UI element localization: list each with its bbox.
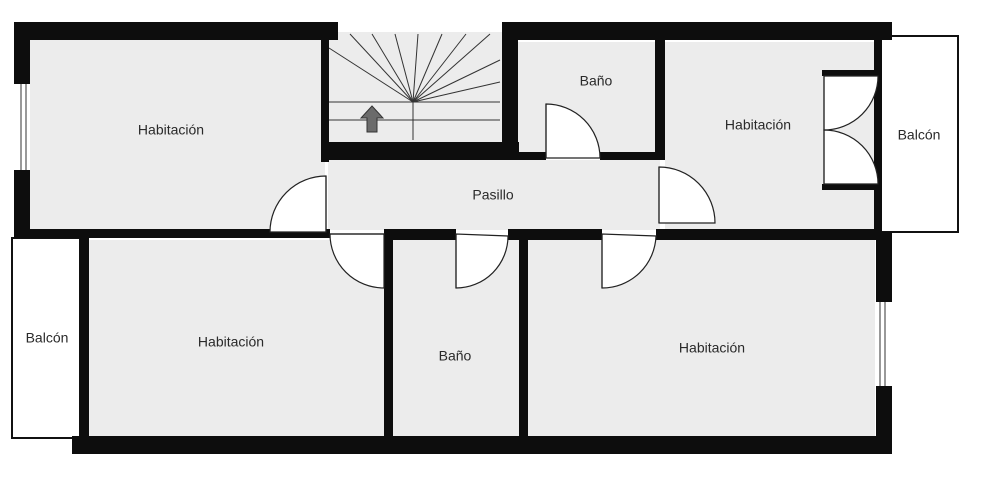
label-habitacion-bottom-left: Habitación bbox=[198, 334, 264, 350]
label-balcon-right: Balcón bbox=[898, 127, 941, 143]
label-bano-bottom: Baño bbox=[439, 348, 472, 364]
balcony-right bbox=[879, 35, 959, 233]
room-habitacion-top-left bbox=[30, 40, 325, 230]
room-habitacion-bottom-left bbox=[89, 240, 384, 436]
room-habitacion-bottom-right bbox=[527, 240, 875, 436]
window-left bbox=[17, 84, 29, 170]
door-bano-bottom bbox=[455, 233, 509, 289]
up-arrow-icon bbox=[359, 105, 385, 133]
door-bano-top bbox=[545, 103, 601, 159]
door-habitacion-top-left bbox=[269, 175, 327, 233]
outer-walls bbox=[14, 22, 892, 454]
label-bano-top: Baño bbox=[580, 73, 613, 89]
label-habitacion-top-left: Habitación bbox=[138, 122, 204, 138]
room-pasillo bbox=[328, 160, 660, 230]
door-habitacion-bottom-right bbox=[601, 233, 657, 289]
interior-walls bbox=[30, 22, 880, 442]
door-balcony-right bbox=[823, 75, 879, 185]
staircase bbox=[328, 33, 501, 140]
door-habitacion-top-right bbox=[658, 166, 716, 224]
label-pasillo: Pasillo bbox=[472, 187, 513, 203]
label-habitacion-bottom-right: Habitación bbox=[679, 340, 745, 356]
window-right bbox=[876, 302, 888, 386]
door-habitacion-bottom-left bbox=[329, 233, 385, 289]
label-balcon-left: Balcón bbox=[26, 330, 69, 346]
label-habitacion-top-right: Habitación bbox=[725, 117, 791, 133]
